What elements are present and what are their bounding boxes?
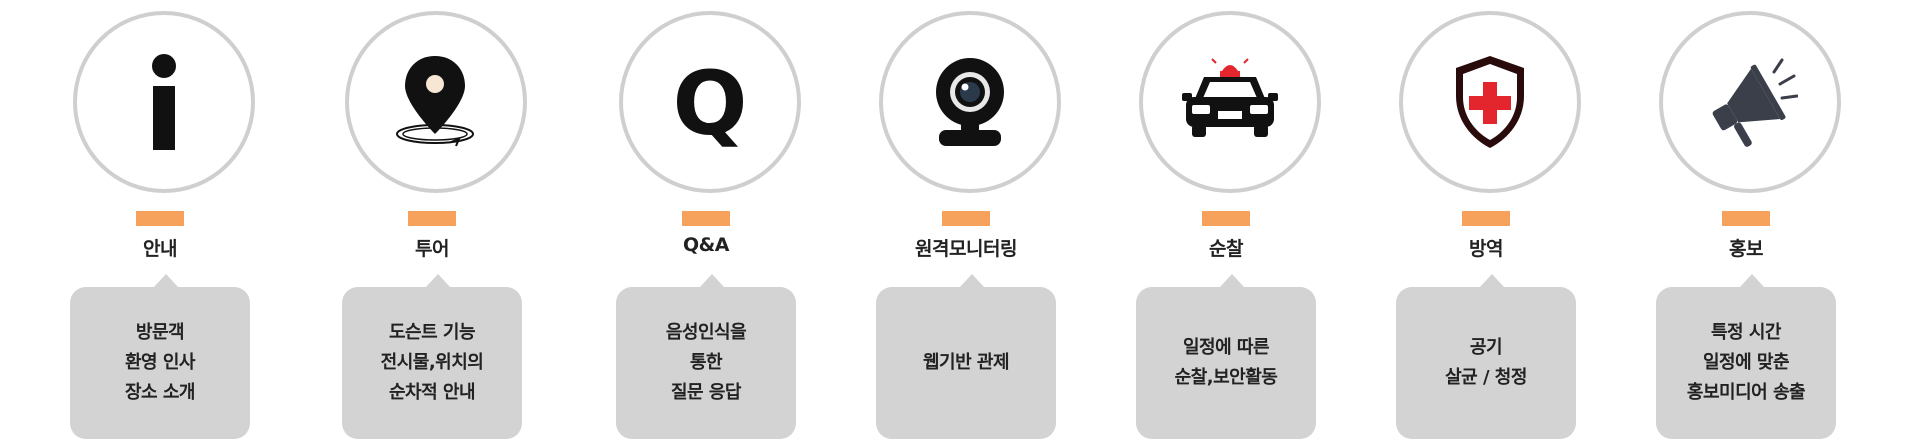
description-line: 순찰,보안활동	[1174, 367, 1278, 388]
location-pin-icon	[396, 56, 474, 147]
description-line: 공기	[1469, 337, 1503, 358]
description-line: 홍보미디어 송출	[1686, 382, 1806, 403]
description-line: 전시물,위치의	[380, 352, 484, 373]
description-text: 음성인식을 통한 질문 응답	[665, 318, 747, 408]
description-line: 방문객	[135, 322, 185, 343]
description-line: 살균 / 청정	[1445, 367, 1527, 388]
icon-circle	[1659, 11, 1841, 193]
description-line: 질문 응답	[670, 382, 742, 403]
info-icon	[152, 54, 176, 150]
description-line: 일정에 맞춘	[1702, 352, 1790, 373]
icon-circle	[345, 11, 527, 193]
webcam-icon	[936, 58, 1004, 146]
feature-column-remote-monitoring: 원격모니터링 웹기반 관제	[869, 0, 1069, 445]
icon-circle: Q	[619, 11, 801, 193]
description-line: 환영 인사	[124, 352, 196, 373]
feature-column-disinfection: 방역 공기 살균 / 청정	[1389, 0, 1589, 445]
description-bubble: 공기 살균 / 청정	[1396, 274, 1576, 439]
accent-bar	[408, 211, 456, 226]
description-bubble: 특정 시간 일정에 맞춘 홍보미디어 송출	[1656, 274, 1836, 439]
feature-title: Q&A	[683, 234, 729, 256]
feature-title: 안내	[143, 238, 177, 260]
description-bubble: 웹기반 관제	[876, 274, 1056, 439]
accent-bar	[942, 211, 990, 226]
feature-title: 투어	[415, 238, 449, 260]
description-text: 도슨트 기능 전시물,위치의 순차적 안내	[381, 318, 484, 408]
patrol-car-icon	[1182, 58, 1278, 137]
description-line: 일정에 따른	[1182, 337, 1270, 358]
feature-title: 순찰	[1209, 238, 1243, 260]
icon-circle	[1139, 11, 1321, 193]
feature-column-tour: 투어 도슨트 기능 전시물,위치의 순차적 안내	[335, 0, 535, 445]
q-letter: Q	[673, 52, 748, 152]
accent-bar	[1462, 211, 1510, 226]
description-text: 웹기반 관제	[922, 348, 1010, 378]
accent-bar	[136, 211, 184, 226]
description-bubble: 일정에 따른 순찰,보안활동	[1136, 274, 1316, 439]
description-line: 음성인식을	[665, 322, 747, 343]
description-bubble: 음성인식을 통한 질문 응답	[616, 274, 796, 439]
accent-bar	[1202, 211, 1250, 226]
description-bubble: 도슨트 기능 전시물,위치의 순차적 안내	[342, 274, 522, 439]
feature-title: 홍보	[1729, 238, 1763, 260]
description-text: 특정 시간 일정에 맞춘 홍보미디어 송출	[1686, 318, 1806, 408]
description-line: 장소 소개	[124, 382, 196, 403]
description-line: 순차적 안내	[388, 382, 476, 403]
feature-title: 원격모니터링	[915, 238, 1017, 260]
q-letter-icon: Q	[673, 52, 748, 152]
description-text: 공기 살균 / 청정	[1445, 333, 1527, 393]
icon-circle	[1399, 11, 1581, 193]
feature-column-qa: Q Q&A 음성인식을 통한 질문 응답	[609, 0, 809, 445]
medical-shield-icon	[1456, 56, 1524, 148]
description-text: 일정에 따른 순찰,보안활동	[1175, 333, 1278, 393]
megaphone-icon	[1712, 58, 1798, 147]
icon-circle	[73, 11, 255, 193]
description-bubble: 방문객 환영 인사 장소 소개	[70, 274, 250, 439]
feature-column-info: 안내 방문객 환영 인사 장소 소개	[63, 0, 263, 445]
feature-title: 방역	[1469, 238, 1503, 260]
feature-column-patrol: 순찰 일정에 따른 순찰,보안활동	[1129, 0, 1329, 445]
description-line: 특정 시간	[1710, 322, 1782, 343]
feature-column-promotion: 홍보 특정 시간 일정에 맞춘 홍보미디어 송출	[1649, 0, 1849, 445]
description-line: 통한	[689, 352, 723, 373]
icon-circle	[879, 11, 1061, 193]
accent-bar	[1722, 211, 1770, 226]
description-line: 도슨트 기능	[388, 322, 476, 343]
accent-bar	[682, 211, 730, 226]
description-text: 방문객 환영 인사 장소 소개	[124, 318, 196, 408]
description-line: 웹기반 관제	[922, 352, 1010, 373]
